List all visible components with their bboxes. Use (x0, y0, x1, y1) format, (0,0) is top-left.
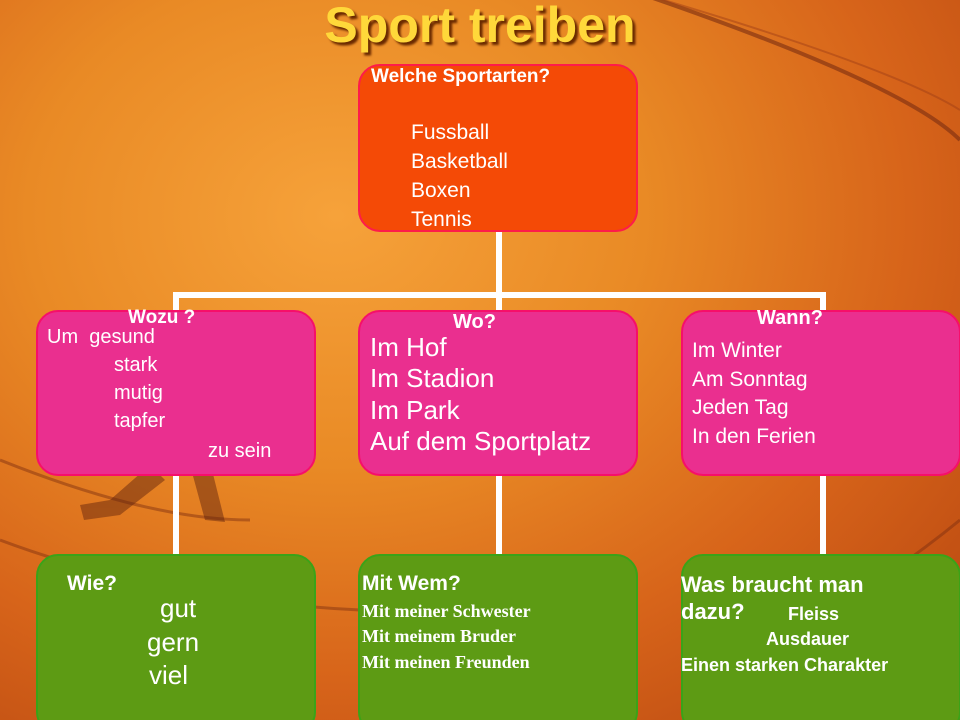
box-wo (358, 310, 638, 476)
mitwem-item: Mit meiner Schwester (362, 601, 531, 621)
mitwem-item: Mit meinen Freunden (362, 652, 530, 672)
braucht-question-line1: Was braucht man (681, 572, 864, 597)
mitwem-question: Mit Wem? (362, 572, 461, 595)
braucht-question-line2: dazu? (681, 599, 745, 624)
connector-drop-left (173, 292, 179, 312)
box-wozu (36, 310, 316, 476)
wozu-line: tapfer (114, 410, 166, 432)
connector-right-lower (820, 474, 826, 556)
wann-question: Wann? (757, 307, 823, 329)
wo-item: Im Park (370, 395, 460, 425)
connector-stem-top (496, 230, 502, 296)
wie-question: Wie? (67, 572, 117, 595)
wo-item: Auf dem Sportplatz (370, 426, 592, 456)
box-mitwem (358, 554, 638, 720)
braucht-item: Einen starken Charakter (681, 655, 889, 675)
mitwem-item: Mit meinem Bruder (362, 626, 516, 646)
braucht-item: Fleiss (788, 604, 840, 624)
wann-item: Im Winter (692, 339, 782, 362)
wo-item: Im Stadion (370, 363, 495, 393)
box-wie (36, 554, 316, 720)
box-braucht (681, 554, 960, 720)
wo-question: Wo? (453, 311, 496, 333)
wann-item: Am Sonntag (692, 368, 808, 391)
wozu-question: Wozu ? (128, 307, 196, 328)
braucht-item: Ausdauer (766, 629, 850, 649)
wann-item: Jeden Tag (692, 396, 789, 419)
wie-item: gern (147, 627, 200, 657)
connector-left-lower (173, 474, 179, 556)
connector-middle-lower (496, 474, 502, 556)
wozu-line: stark (114, 354, 158, 376)
wie-item: viel (149, 660, 189, 690)
box-wann (681, 310, 960, 476)
wozu-line: mutig (114, 382, 163, 404)
wo-item: Im Hof (370, 332, 447, 362)
sportarten-item: Basketball (411, 150, 508, 173)
box-sportarten (358, 64, 638, 232)
sportarten-item: Tennis (411, 208, 472, 231)
sportarten-item: Boxen (411, 179, 471, 202)
page-title: Sport treiben (324, 0, 636, 53)
sportarten-item: Fussball (411, 121, 490, 144)
sportarten-question: Welche Sportarten? (371, 66, 551, 87)
connector-drop-right (820, 292, 826, 312)
wozu-line: Um gesund (47, 326, 155, 348)
connector-drop-middle (496, 292, 502, 312)
wozu-line: zu sein (208, 440, 272, 462)
wie-item: gut (160, 593, 197, 623)
wann-item: In den Ferien (692, 425, 816, 448)
